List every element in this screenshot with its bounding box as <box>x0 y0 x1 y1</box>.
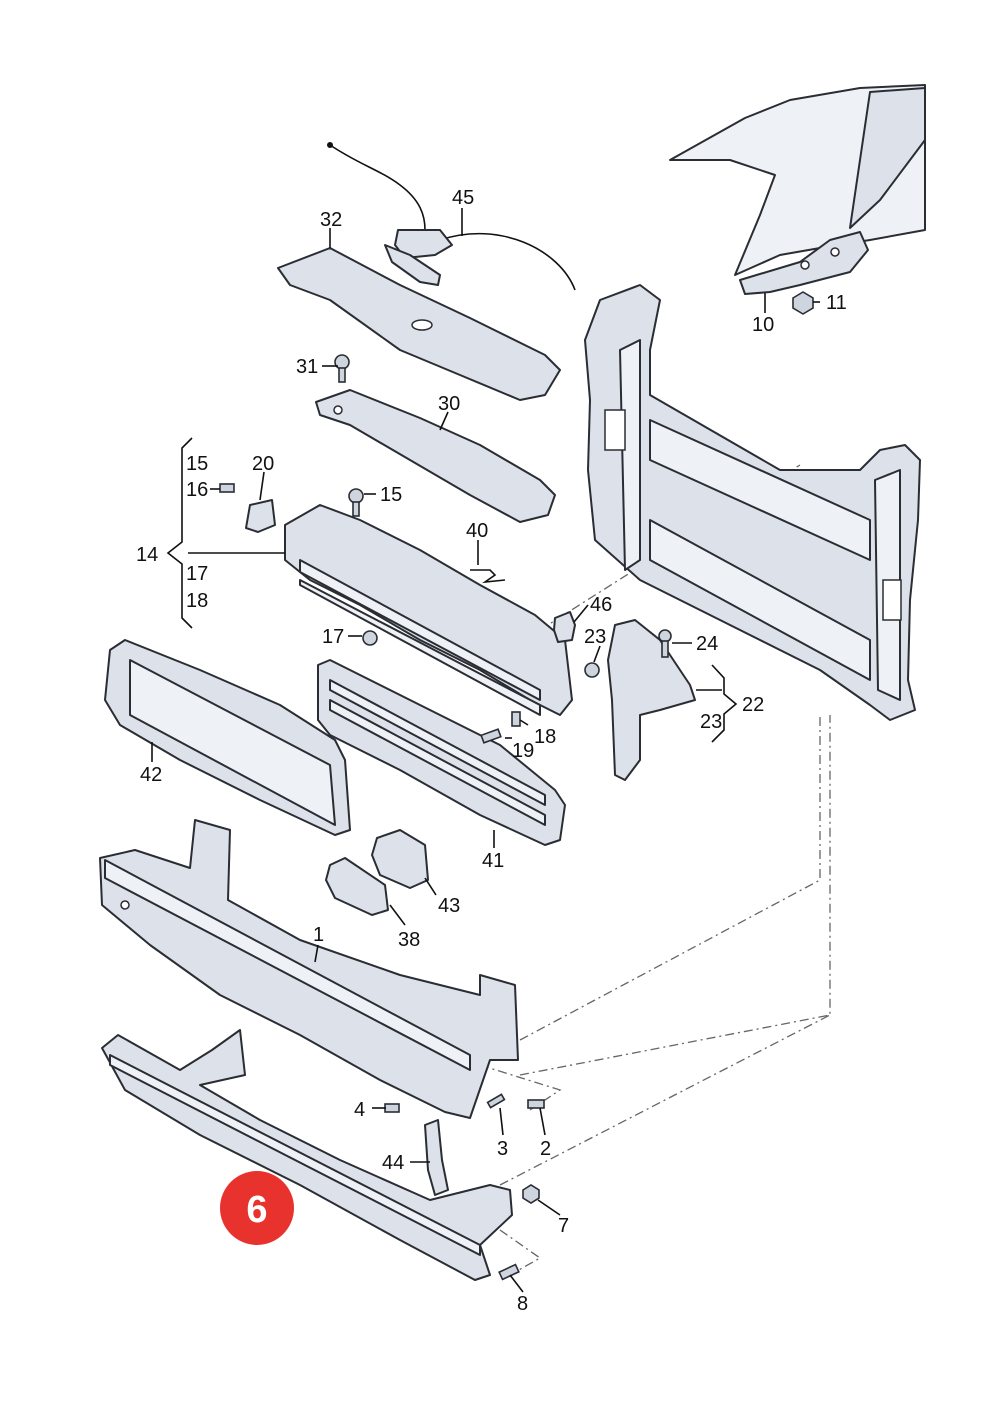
callout-11: 11 <box>826 292 847 314</box>
group-bracket-22 <box>711 664 738 743</box>
callout-3: 3 <box>497 1138 508 1160</box>
bumper-crossmember <box>99 819 519 1119</box>
callout-16: 16 <box>186 479 208 501</box>
bolt-4 <box>384 1103 400 1113</box>
side-bracket <box>607 619 696 781</box>
callout-1: 1 <box>313 924 324 946</box>
group-bracket-14 <box>166 437 193 629</box>
callout-14: 14 <box>136 544 158 566</box>
horn-43 <box>371 829 429 889</box>
callout-24: 24 <box>696 633 718 655</box>
callout-41: 41 <box>482 850 504 872</box>
screw-24 <box>658 629 672 658</box>
callout-19: 19 <box>512 740 534 762</box>
callout-32: 32 <box>320 209 342 231</box>
screw-17 <box>362 630 378 646</box>
callout-10: 10 <box>752 314 774 336</box>
callout-46: 46 <box>590 594 612 616</box>
clip-18 <box>511 711 521 727</box>
bolt-16 <box>219 483 235 493</box>
callout-38: 38 <box>398 929 420 951</box>
rubber-mount-46 <box>553 611 576 643</box>
callout-8: 8 <box>517 1293 528 1315</box>
bolt-3 <box>486 1093 506 1109</box>
mount-38 <box>325 857 389 916</box>
fender-panel <box>669 84 926 276</box>
lock-carrier-cover <box>277 247 561 401</box>
callout-44: 44 <box>382 1152 404 1174</box>
nut-11 <box>792 291 814 315</box>
callout-22: 22 <box>742 694 764 716</box>
air-shutter-lower <box>317 659 566 846</box>
callout-7: 7 <box>558 1215 569 1237</box>
lower-reinforcement <box>101 1029 513 1281</box>
leader-lines <box>151 208 820 1293</box>
callout-17a: 17 <box>186 563 208 585</box>
callout-2: 2 <box>540 1138 551 1160</box>
callout-23a: 23 <box>584 626 606 648</box>
bolt-2 <box>527 1099 545 1109</box>
callout-18a: 18 <box>186 590 208 612</box>
callout-31: 31 <box>296 356 318 378</box>
callout-17b: 17 <box>322 626 344 648</box>
callout-30: 30 <box>438 393 460 415</box>
callout-18b: 18 <box>534 726 556 748</box>
callout-23b: 23 <box>700 711 722 733</box>
callout-4: 4 <box>354 1099 365 1121</box>
callout-15a: 15 <box>186 453 208 475</box>
fender-bracket <box>739 231 869 295</box>
callout-42: 42 <box>140 764 162 786</box>
nut-7 <box>522 1184 540 1204</box>
air-shutter-housing <box>284 504 573 716</box>
screw-23 <box>584 662 600 678</box>
callout-40: 40 <box>466 520 488 542</box>
bolt-8 <box>498 1263 520 1281</box>
screw-15 <box>348 488 364 517</box>
air-guide-upper <box>315 389 556 523</box>
callout-20: 20 <box>252 453 274 475</box>
bolt-19 <box>480 728 502 744</box>
callout-43: 43 <box>438 895 460 917</box>
callout-45: 45 <box>452 187 474 209</box>
spring-clip-40 <box>470 569 506 584</box>
part-number-badge: 6 <box>220 1171 294 1245</box>
servo-motor-20 <box>245 499 276 533</box>
screw-31 <box>334 354 350 383</box>
callout-labels: 32 45 10 11 31 30 20 15 16 15 40 14 17 1… <box>136 187 847 1315</box>
lock-carrier-frame <box>584 284 921 721</box>
badge-number: 6 <box>246 1189 267 1231</box>
bracket-44 <box>424 1119 449 1196</box>
air-duct-frame <box>104 639 351 836</box>
callout-15b: 15 <box>380 484 402 506</box>
